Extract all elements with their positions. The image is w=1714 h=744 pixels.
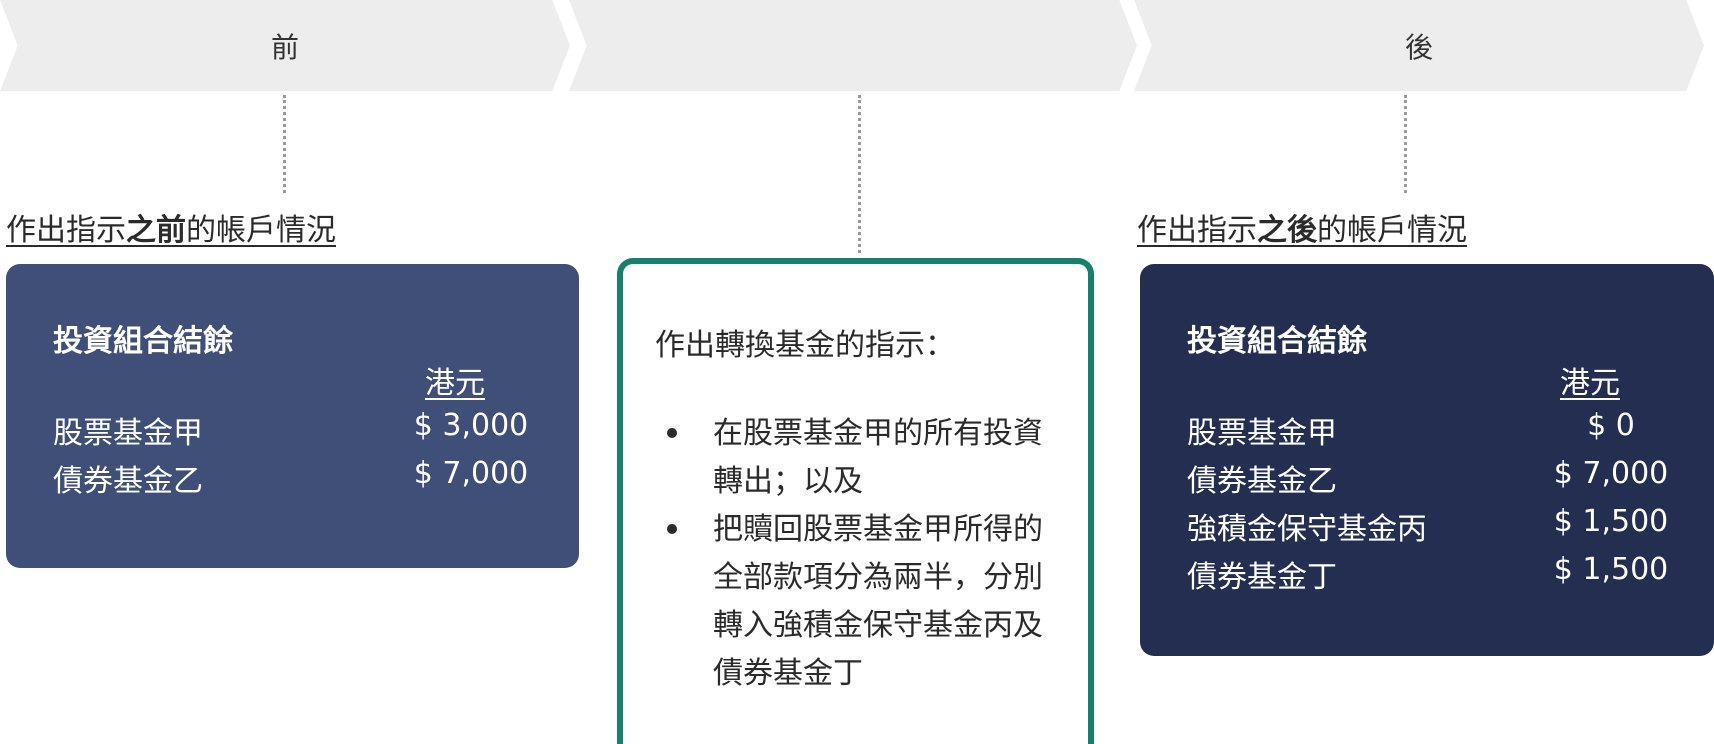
fund-name: 債券基金丁 — [1187, 560, 1337, 595]
after-card-title: 投資組合結餘 — [1187, 324, 1367, 359]
before-card-title: 投資組合結餘 — [53, 324, 233, 359]
heading-after: 作出指示之後的帳戶情況 — [1137, 205, 1467, 249]
connector-instruction — [858, 95, 861, 253]
fund-amount: $ 3,000 — [413, 408, 529, 443]
before-card-currency: 港元 — [425, 366, 485, 401]
bullet-dot-icon — [667, 524, 677, 534]
before-balance-card: 投資組合結餘 港元 股票基金甲 $ 3,000 債券基金乙 $ 7,000 — [6, 264, 579, 568]
fund-amount: $ 0 — [1587, 408, 1635, 443]
fund-name: 債券基金乙 — [53, 464, 203, 499]
instruction-bullet-text: 在股票基金甲的所有投資轉出；以及 — [713, 416, 1043, 499]
fund-amount: $ 1,500 — [1553, 504, 1669, 539]
fund-name: 強積金保守基金丙 — [1187, 512, 1427, 547]
heading-before-pre: 作出指示 — [6, 213, 126, 248]
step-after-chevron: 後 — [1134, 0, 1704, 91]
connector-before — [283, 95, 286, 193]
heading-before-post: 的帳戶情況 — [186, 213, 336, 248]
after-card-currency: 港元 — [1560, 366, 1620, 401]
step-after-label: 後 — [1404, 30, 1433, 64]
fund-amount: $ 1,500 — [1553, 552, 1669, 587]
fund-name: 股票基金甲 — [1187, 416, 1337, 451]
instruction-title: 作出轉換基金的指示： — [655, 328, 955, 363]
step-before-label: 前 — [270, 30, 299, 64]
instruction-bullet-text: 把贖回股票基金甲所得的全部款項分為兩半，分別轉入強積金保守基金丙及債券基金丁 — [713, 512, 1043, 691]
fund-amount: $ 7,000 — [1553, 456, 1669, 491]
connector-after — [1404, 95, 1407, 193]
heading-after-bold: 之後 — [1257, 213, 1317, 248]
heading-after-pre: 作出指示 — [1137, 213, 1257, 248]
fund-name: 股票基金甲 — [53, 416, 203, 451]
bullet-dot-icon — [667, 428, 677, 438]
step-instruction-chevron — [569, 0, 1137, 91]
heading-before: 作出指示之前的帳戶情況 — [6, 205, 336, 249]
after-balance-card: 投資組合結餘 港元 股票基金甲 $ 0 債券基金乙 $ 7,000 強積金保守基… — [1140, 264, 1714, 656]
fund-amount: $ 7,000 — [413, 456, 529, 491]
instruction-box: 作出轉換基金的指示： 在股票基金甲的所有投資轉出；以及 把贖回股票基金甲所得的全… — [617, 258, 1094, 744]
heading-before-bold: 之前 — [126, 213, 186, 248]
heading-after-post: 的帳戶情況 — [1317, 213, 1467, 248]
step-before-chevron: 前 — [0, 0, 570, 91]
fund-name: 債券基金乙 — [1187, 464, 1337, 499]
